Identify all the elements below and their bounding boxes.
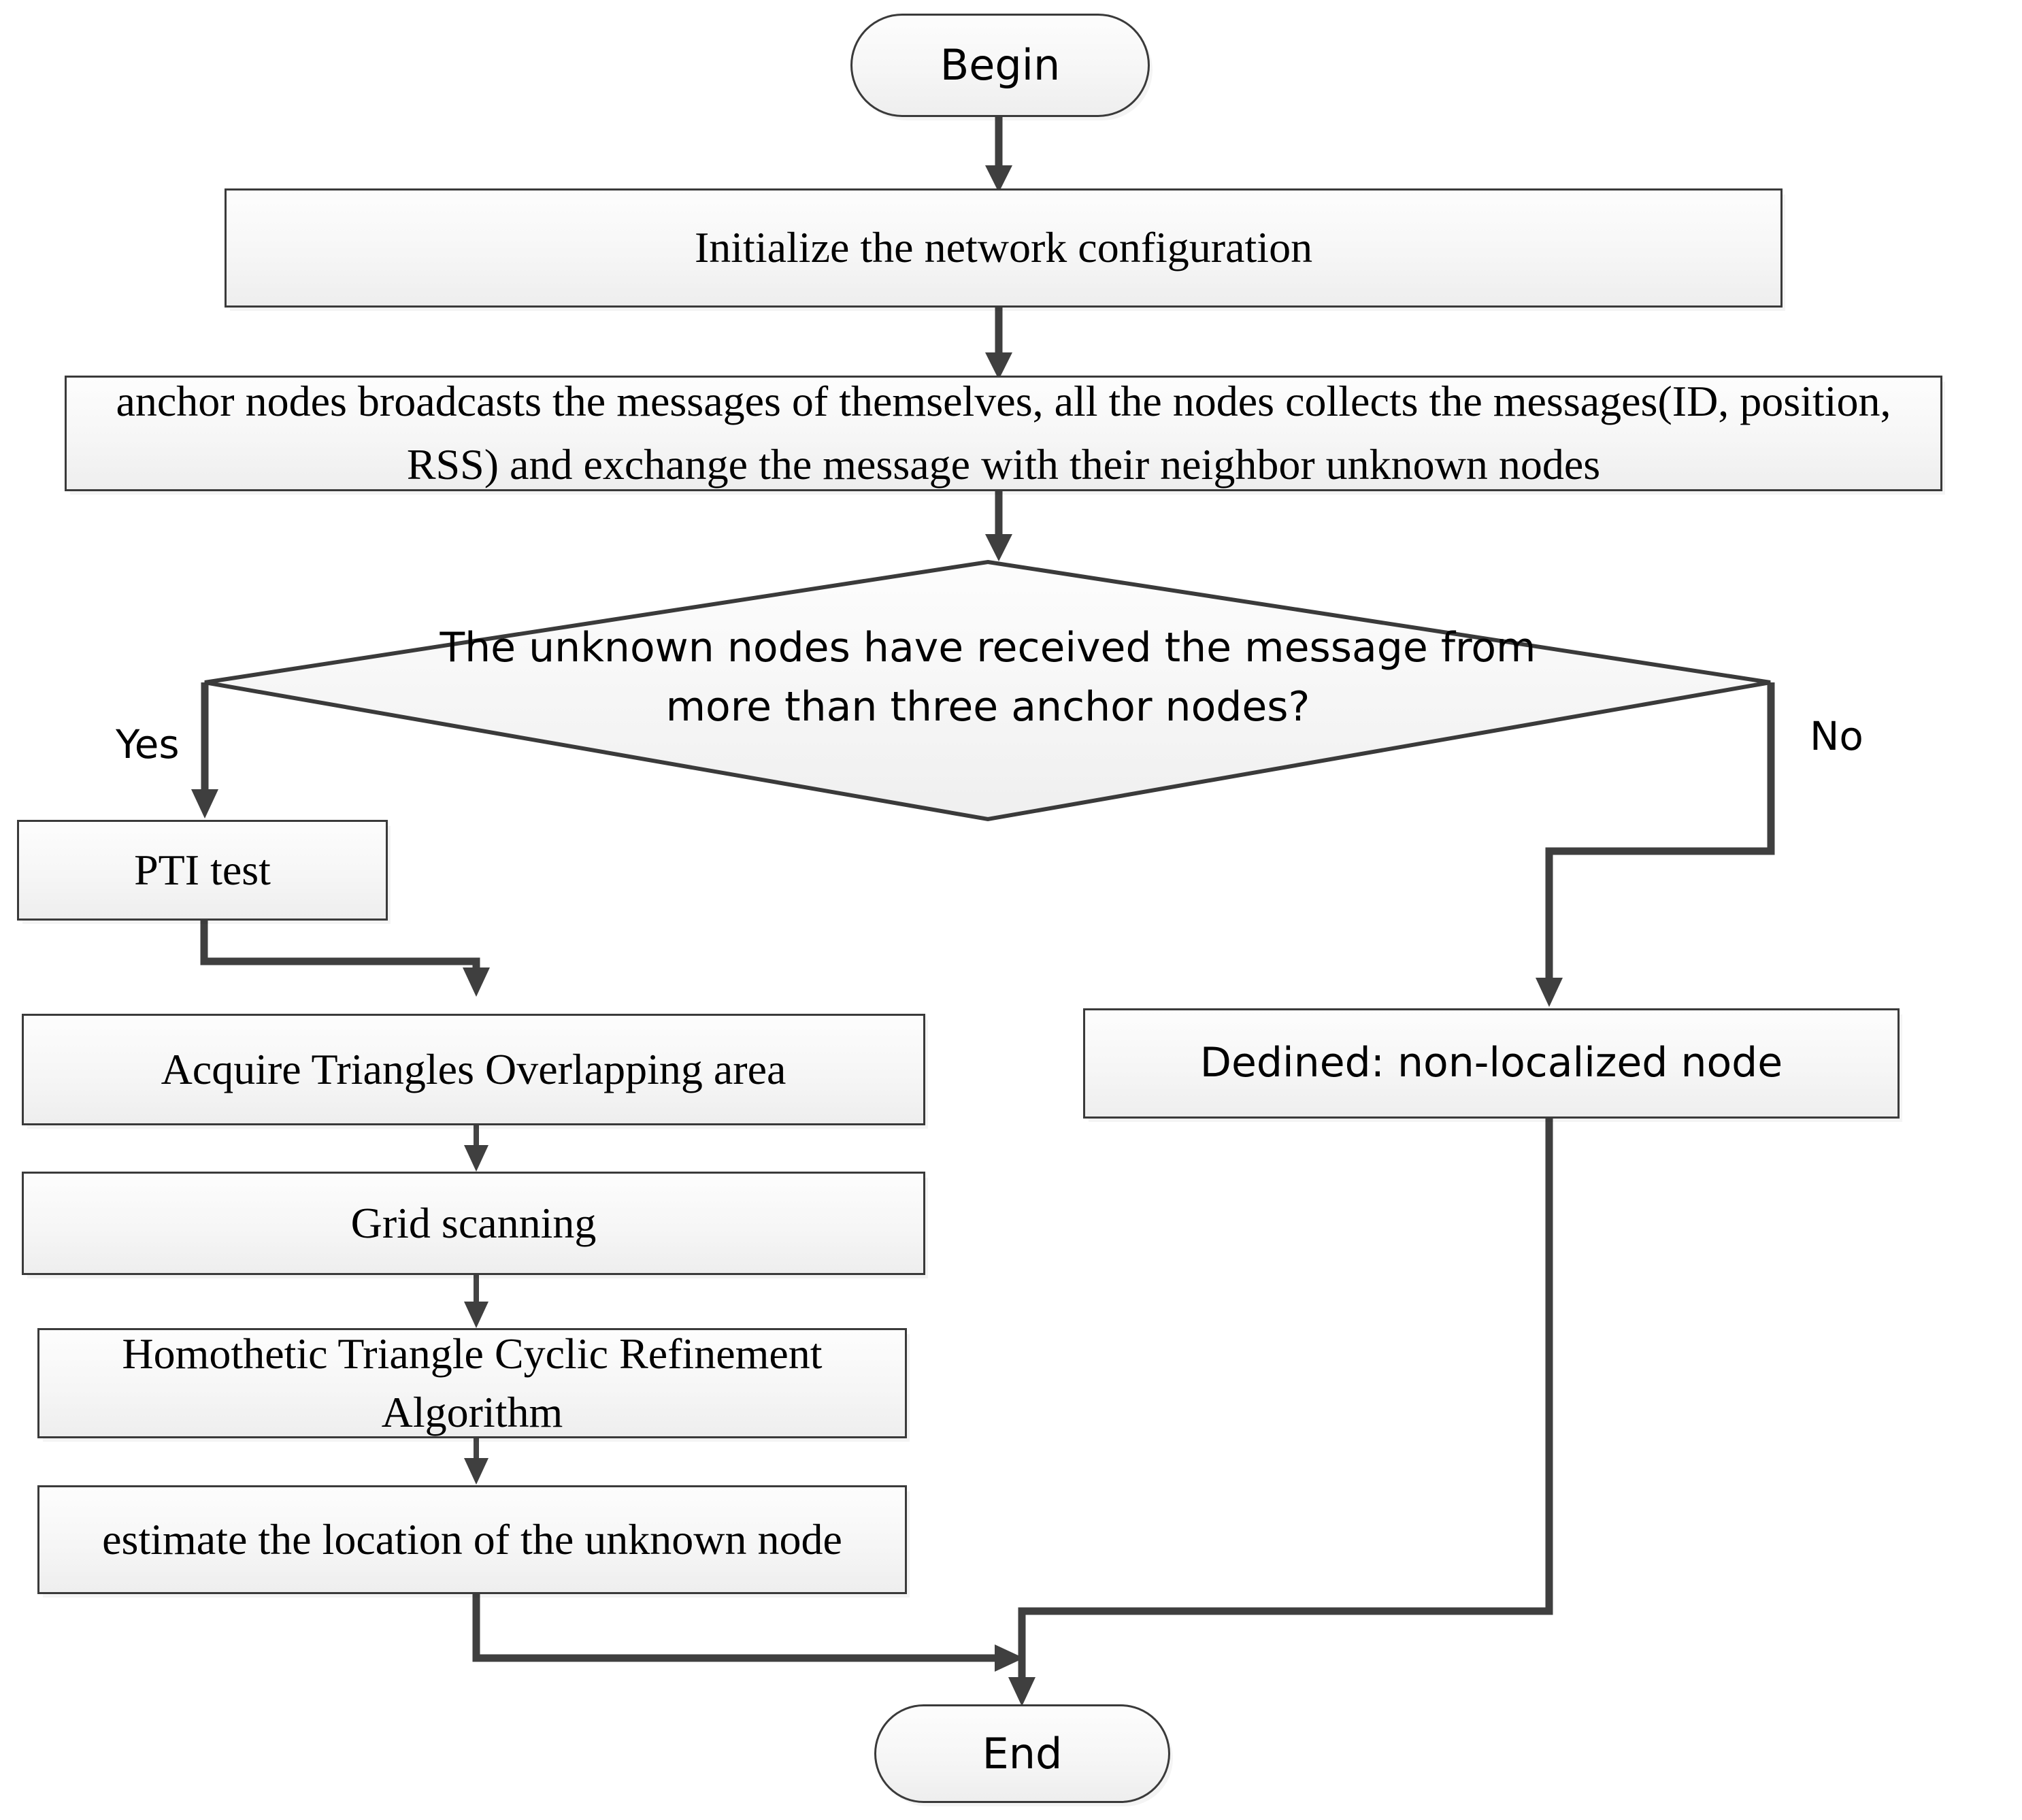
node-begin-label: Begin: [940, 40, 1061, 90]
decision-diamond-shape: [204, 559, 1771, 822]
node-homothetic-refinement[interactable]: Homothetic Triangle Cyclic Refinement Al…: [37, 1328, 907, 1438]
node-initialize[interactable]: Initialize the network configuration: [225, 188, 1783, 308]
node-estimate-location-label: estimate the location of the unknown nod…: [102, 1515, 842, 1563]
node-initialize-label: Initialize the network configuration: [694, 223, 1313, 272]
arrowhead-decision-no-to-dedined: [1536, 978, 1563, 1007]
node-end[interactable]: End: [874, 1704, 1170, 1803]
node-pti-test-label: PTI test: [134, 845, 271, 894]
node-broadcast-label: anchor nodes broadcasts the messages of …: [116, 377, 1891, 489]
node-grid-scanning-label: Grid scanning: [350, 1198, 597, 1247]
node-broadcast[interactable]: anchor nodes broadcasts the messages of …: [65, 376, 1942, 491]
arrowhead-homothetic-to-estimate: [464, 1458, 488, 1485]
edge-estimate-to-end: [472, 1593, 997, 1662]
node-dedined-non-localized[interactable]: Dedined: non-localized node: [1083, 1008, 1900, 1119]
node-begin[interactable]: Begin: [850, 14, 1150, 117]
edge-label-yes: Yes: [116, 721, 180, 767]
edge-label-no: No: [1810, 713, 1863, 759]
arrowhead-estimate-to-end: [995, 1644, 1024, 1672]
arrowhead-broadcast-to-decision: [985, 534, 1012, 561]
node-end-label: End: [982, 1728, 1063, 1778]
node-estimate-location[interactable]: estimate the location of the unknown nod…: [37, 1485, 907, 1594]
arrowhead-dedined-to-end: [1008, 1677, 1035, 1706]
node-acquire-triangles[interactable]: Acquire Triangles Overlapping area: [22, 1014, 925, 1125]
edge-pti-to-acquire: [200, 920, 480, 970]
arrowhead-pti-to-acquire: [463, 967, 490, 997]
node-grid-scanning[interactable]: Grid scanning: [22, 1172, 925, 1275]
node-pti-test[interactable]: PTI test: [17, 820, 388, 921]
node-acquire-triangles-label: Acquire Triangles Overlapping area: [161, 1044, 786, 1093]
arrowhead-acquire-to-grid: [464, 1145, 488, 1172]
node-dedined-non-localized-label: Dedined: non-localized node: [1199, 1039, 1783, 1087]
node-homothetic-refinement-label: Homothetic Triangle Cyclic Refinement Al…: [122, 1329, 823, 1436]
node-decision-received-messages[interactable]: The unknown nodes have received the mess…: [201, 559, 1774, 823]
edge-dedined-to-end: [1018, 1118, 1553, 1681]
